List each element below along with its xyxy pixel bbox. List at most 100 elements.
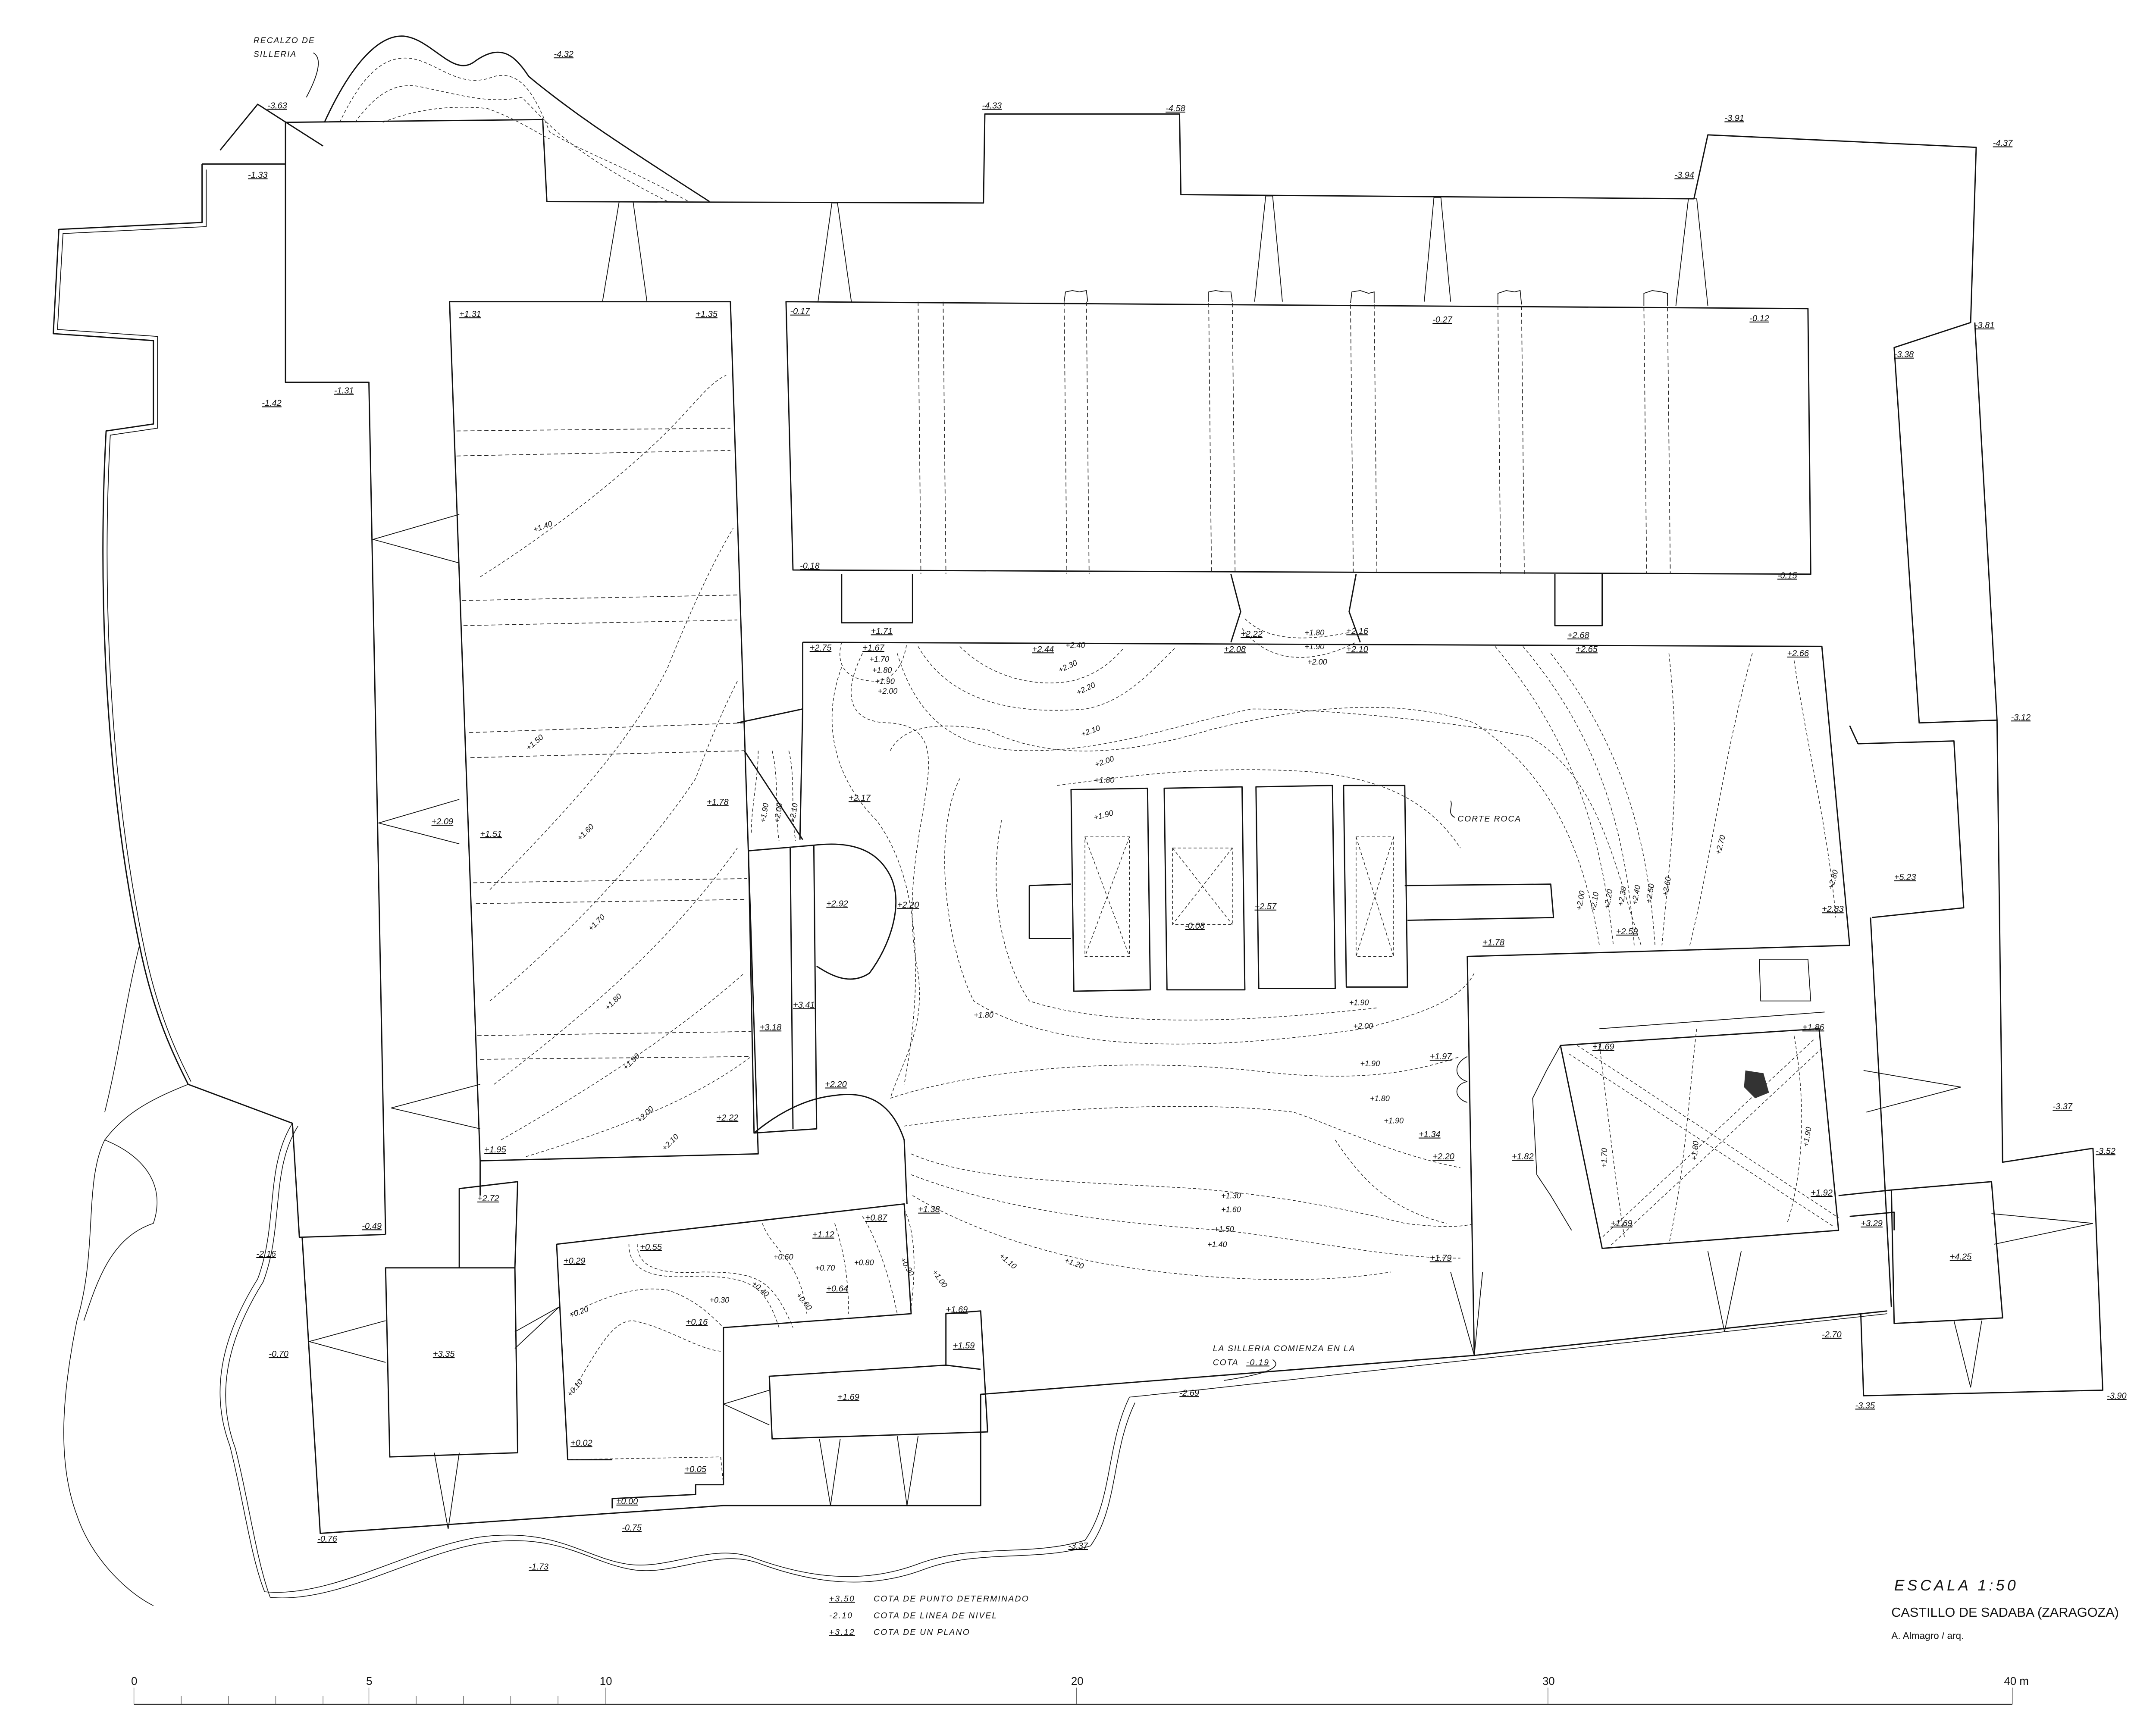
contour-label: +1.80 [1095,776,1115,784]
rock-cut-south [753,1094,908,1204]
point-label: +1.59 [953,1341,975,1351]
scale-tick-label: 20 [1071,1675,1084,1687]
contour-label: +2.10 [660,1132,680,1152]
title-block: ESCALA 1:50 CASTILLO DE SADABA (ZARAGOZA… [1891,1577,2119,1641]
level-label: -1.42 [262,399,282,408]
point-label: +2.09 [432,817,454,826]
point-label: +2.92 [826,899,848,908]
contour [959,646,1124,683]
point-label: +1.79 [1430,1254,1452,1263]
inner-west-wall [285,164,386,1235]
point-label: +1.69 [1611,1219,1633,1228]
east-inner-wall [1849,322,1998,1307]
cistern-cell [1070,787,1151,992]
point-label: +1.95 [484,1145,506,1155]
buttresses [307,195,2093,1530]
point-label: +5.23 [1894,873,1916,882]
contour-label: +1.60 [575,822,595,842]
buttress [1254,195,1283,302]
contour-label: +2.00 [635,1105,655,1124]
contour-label: +1.00 [931,1268,949,1289]
contour-label: +1.80 [872,666,892,675]
level-label: -3.94 [1674,171,1694,180]
contour-label: +2.80 [1826,869,1839,890]
scale-text: ESCALA 1:50 [1894,1577,2018,1594]
point-label: +2.66 [1787,649,1809,658]
northeast-tower [1858,740,1965,918]
level-label: -3.37 [2053,1102,2072,1111]
point-label: +2.16 [1346,626,1368,636]
contour-label: +1.50 [1214,1225,1234,1233]
level-label: -3.38 [1894,350,1914,360]
point-label: +0.05 [684,1465,706,1474]
cistern-vault [1084,836,1394,957]
contour [996,820,1377,1021]
north-curtain-wall [202,113,2103,1396]
west-hall [449,301,759,1161]
contour-label: +1.50 [524,733,545,752]
rib-vault [1568,1039,1839,1246]
level-label: -3.12 [2011,713,2031,722]
contour [918,646,1176,711]
outcrop-contour [339,57,689,202]
buttress [1953,1321,1982,1388]
contour-label: +1.70 [1599,1148,1609,1168]
southwest-wall [301,1237,1887,1534]
point-label: +2.59 [1616,927,1638,936]
contour-label: +1.60 [1221,1205,1241,1214]
contour-label: +2.50 [1644,883,1656,904]
west-wall-double [57,169,207,1082]
contour-label: +1.80 [974,1011,993,1019]
contour [911,1174,1460,1258]
chapel-niche [1456,1056,1468,1103]
buttress [722,1390,770,1425]
point-label: +2.72 [477,1194,499,1203]
narrow-room [748,845,818,1134]
point-label: +1.31 [459,310,481,319]
point-label: +2.75 [810,643,832,653]
buttress [602,201,648,302]
scale-tick-label: 0 [131,1675,137,1687]
point-label: +0.16 [686,1318,708,1327]
point-label: ±0.00 [616,1497,638,1506]
buttress [818,202,852,302]
contour [904,1106,1460,1168]
contour [1495,646,1836,945]
contour [1241,618,1357,658]
west-curtain-wall [53,164,386,1238]
point-label: +1.69 [1592,1042,1614,1052]
contour-label: +2.70 [1714,834,1727,855]
contour-label: +2.00 [1574,890,1586,911]
point-label: +2.08 [1224,645,1246,654]
west-passage [737,708,803,840]
contour [526,1056,752,1157]
point-label: +1.38 [918,1205,940,1215]
contour-label: +1.90 [1360,1059,1380,1068]
contour [840,642,908,682]
contour [912,1195,1391,1280]
buttress [514,1306,560,1349]
point-label: +1.51 [480,830,502,839]
level-label: -3.35 [1855,1401,1875,1410]
rock-outcrop [324,35,710,202]
contour-label: +1.90 [758,802,771,823]
level-label: -1.73 [529,1562,548,1571]
contour [489,681,738,1002]
contour-label: +1.30 [1221,1191,1241,1200]
contour-label: +2.00 [772,802,784,823]
contour-label: +2.40 [1630,884,1642,905]
contour-label: +2.10 [787,802,799,823]
point-label: -0.18 [800,561,820,571]
buttress [1675,198,1708,306]
cistern-building [1028,785,1554,992]
point-label: +0.64 [826,1284,848,1294]
point-label: +2.10 [1346,645,1368,654]
buttress [1991,1213,2093,1245]
scale-ticks [133,1687,2013,1705]
contour-label: +2.30 [1057,658,1078,674]
level-label: -4.33 [982,101,1002,111]
drawing-title: CASTILLO DE SADABA (ZARAGOZA) [1891,1605,2119,1620]
contour [851,653,929,1099]
contour-label: +2.00 [878,687,898,695]
